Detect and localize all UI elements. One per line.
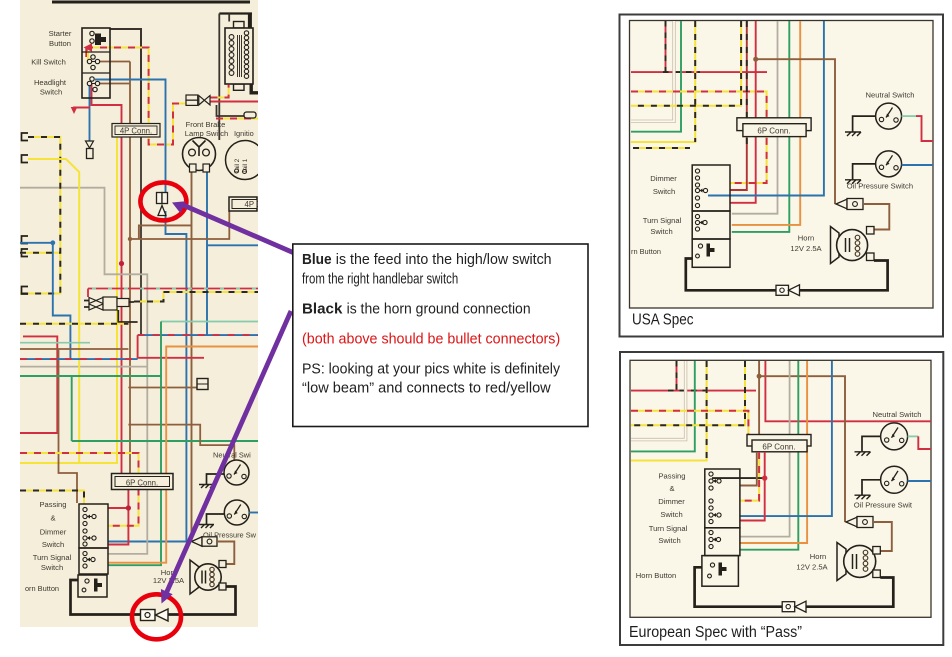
svg-text:Dimmer: Dimmer <box>658 497 685 506</box>
svg-text:Passing: Passing <box>658 472 685 481</box>
svg-text:Switch: Switch <box>650 227 672 236</box>
svg-text:Lamp Switch: Lamp Switch <box>185 129 228 138</box>
svg-text:12V 2.5A: 12V 2.5A <box>796 563 828 572</box>
svg-text:Neutral Switch: Neutral Switch <box>866 91 915 100</box>
svg-text:Horn: Horn <box>798 234 814 243</box>
svg-text:rn Button: rn Button <box>631 247 661 256</box>
svg-text:Dimmer: Dimmer <box>40 528 67 537</box>
svg-text:Button: Button <box>49 39 71 48</box>
svg-text:Ignitio: Ignitio <box>234 129 254 138</box>
svg-text:USA Spec: USA Spec <box>632 312 694 329</box>
svg-text:6P Conn.: 6P Conn. <box>757 127 790 136</box>
svg-text:Kill Switch: Kill Switch <box>31 58 66 67</box>
svg-text:Headlight: Headlight <box>34 78 67 87</box>
svg-text:Front Brake: Front Brake <box>186 120 226 129</box>
svg-text:Tail 1: Tail 1 <box>242 158 249 173</box>
svg-text:Horn: Horn <box>161 568 177 577</box>
svg-text:4P Conn.: 4P Conn. <box>120 127 152 136</box>
svg-text:Horn Button: Horn Button <box>636 571 677 580</box>
svg-text:Switch: Switch <box>653 187 675 196</box>
svg-text:&: & <box>50 514 55 523</box>
svg-text:&: & <box>669 484 674 493</box>
svg-text:Switch: Switch <box>658 536 680 545</box>
svg-text:Blue: Blue <box>302 252 332 268</box>
svg-text:Black: Black <box>302 301 343 317</box>
svg-text:is the horn ground connection: is the horn ground connection <box>347 301 531 317</box>
svg-text:orn Button: orn Button <box>25 584 59 593</box>
svg-text:is the feed into the high/low: is the feed into the high/low switch <box>336 252 552 268</box>
svg-text:Oil Pressure Switch: Oil Pressure Switch <box>847 182 913 191</box>
svg-text:Switch: Switch <box>42 540 64 549</box>
svg-text:Dimmer: Dimmer <box>650 174 677 183</box>
svg-text:Turn Signal: Turn Signal <box>649 524 688 533</box>
svg-text:European Spec with “Pass”: European Spec with “Pass” <box>629 624 802 641</box>
svg-text:12V 2.5A: 12V 2.5A <box>790 244 822 253</box>
svg-text:6P Conn.: 6P Conn. <box>126 479 158 488</box>
svg-text:Passing: Passing <box>39 500 66 509</box>
svg-text:from the right handlebar switc: from the right handlebar switch <box>302 271 458 287</box>
svg-text:Switch: Switch <box>41 563 63 572</box>
svg-text:Oil Pressure Sw: Oil Pressure Sw <box>203 531 257 540</box>
svg-text:Tail 2: Tail 2 <box>234 158 241 173</box>
svg-text:12V 2.5A: 12V 2.5A <box>153 576 185 585</box>
svg-text:Oil Pressure Swit: Oil Pressure Swit <box>854 500 913 509</box>
svg-text:Starter: Starter <box>49 29 72 38</box>
svg-text:Switch: Switch <box>40 88 62 97</box>
svg-text:4P C: 4P C <box>245 200 263 209</box>
svg-text:Horn: Horn <box>810 552 826 561</box>
svg-text:Neutral Switch: Neutral Switch <box>873 410 922 419</box>
svg-text:Turn Signal: Turn Signal <box>33 553 72 562</box>
svg-text:6P Conn.: 6P Conn. <box>762 443 795 452</box>
svg-text:“low beam” and connects to red: “low beam” and connects to red/yellow <box>302 381 551 397</box>
svg-text:(both above should be bullet c: (both above should be bullet connectors) <box>302 331 560 347</box>
svg-text:Neutral Swi: Neutral Swi <box>213 451 251 460</box>
svg-text:PS: looking at your pics white: PS: looking at your pics white is defini… <box>302 361 561 377</box>
svg-text:Switch: Switch <box>660 510 682 519</box>
svg-text:Turn Signal: Turn Signal <box>643 216 682 225</box>
